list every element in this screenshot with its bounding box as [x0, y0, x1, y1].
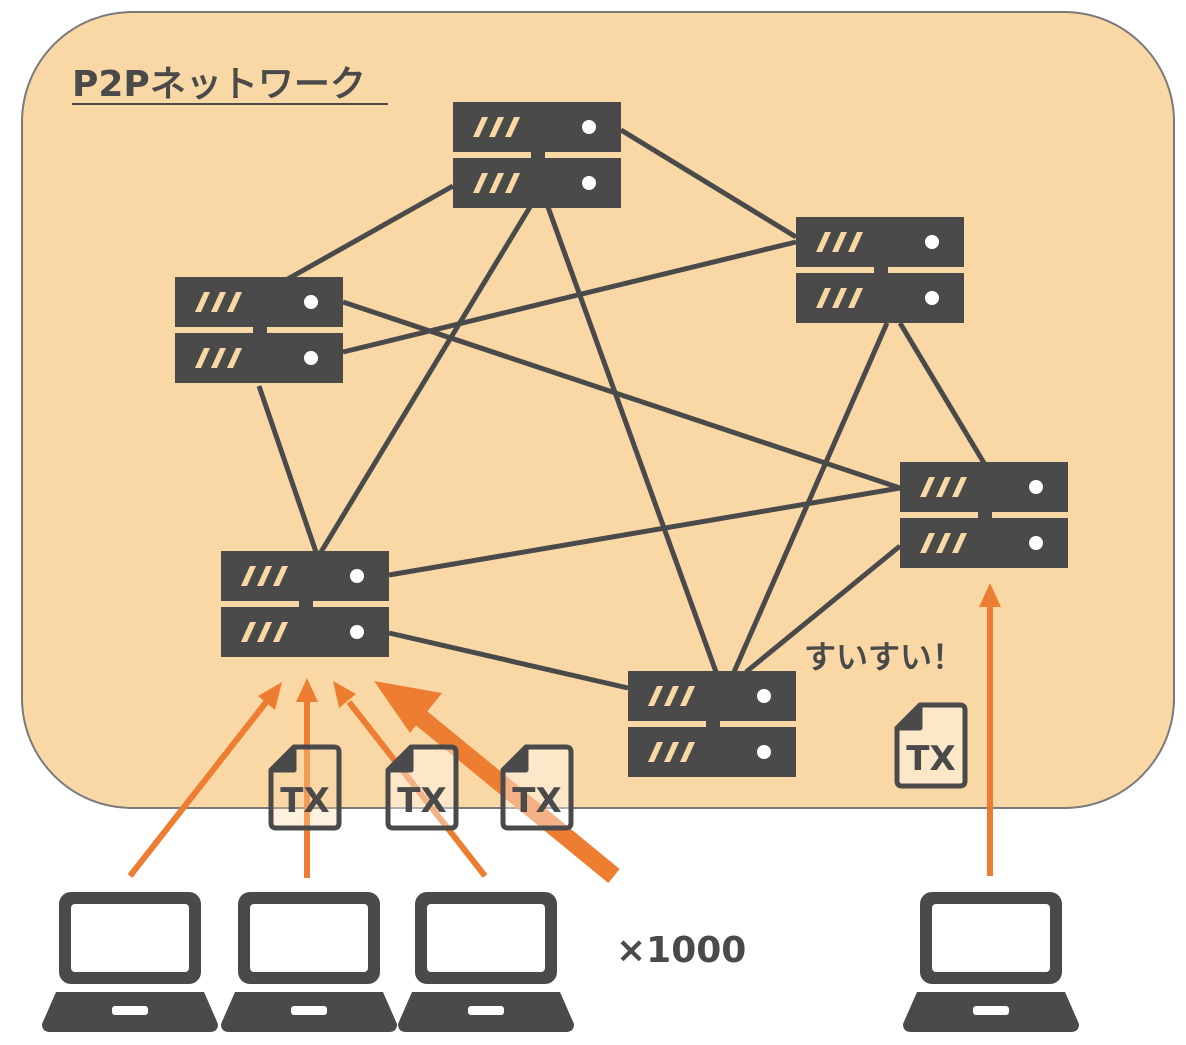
- network-link: [284, 183, 455, 283]
- arrow-icon: [374, 681, 620, 883]
- tx-label: TX: [397, 781, 446, 821]
- tx-document-icon: TX: [500, 744, 574, 831]
- arrow-icon: [127, 682, 282, 878]
- network-link: [744, 544, 902, 674]
- network-link: [256, 385, 319, 553]
- tx-document-icon: TX: [385, 744, 459, 831]
- multiplier-label: ×1000: [616, 930, 746, 971]
- server-icon: [175, 277, 343, 383]
- network-link: [342, 299, 901, 491]
- network-link: [342, 239, 797, 355]
- network-link: [897, 321, 987, 465]
- network-link: [388, 485, 901, 578]
- server-icon: [796, 217, 964, 323]
- arrow-icon: [979, 583, 1001, 876]
- tx-label: TX: [906, 739, 955, 779]
- network-link: [388, 630, 629, 691]
- laptop-icon: [221, 892, 397, 1032]
- laptop-icon: [398, 892, 574, 1032]
- network-link: [318, 205, 533, 554]
- network-link: [619, 127, 798, 240]
- laptop-icon: [903, 892, 1079, 1032]
- tx-arrows: [127, 583, 1001, 883]
- network-link: [731, 321, 890, 674]
- smooth-label: すいすい！: [804, 638, 964, 676]
- tx-document-icon: TX: [268, 744, 342, 831]
- arrow-icon: [333, 681, 488, 878]
- server-icon: [221, 551, 389, 657]
- server-icon: [453, 102, 621, 208]
- arrow-icon: [296, 678, 318, 878]
- tx-label: TX: [280, 781, 329, 821]
- laptop-icon: [42, 892, 218, 1032]
- network-title: P2Pネットワーク: [72, 64, 366, 105]
- tx-document-icon: TX: [894, 702, 968, 789]
- server-icon: [900, 462, 1068, 568]
- server-icon: [628, 671, 796, 777]
- network-link: [545, 206, 719, 673]
- network-links: [256, 127, 987, 691]
- tx-label: TX: [512, 781, 561, 821]
